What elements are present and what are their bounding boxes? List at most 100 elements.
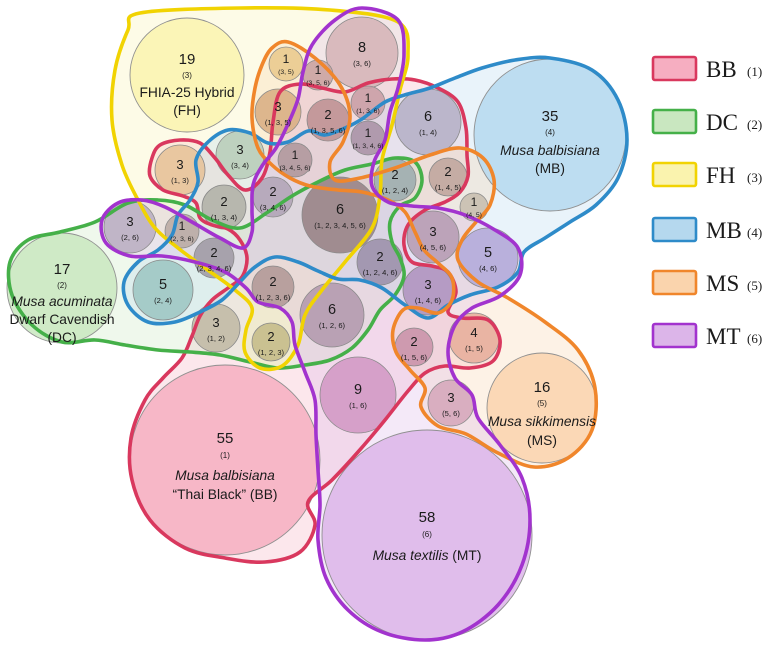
region-value-3-5: 1 (283, 52, 290, 66)
legend-swatch-FH (651, 161, 698, 188)
region-value-1-3-4: 2 (220, 194, 227, 209)
region-value-1-2-3-6: 2 (269, 274, 276, 289)
set-value-DC: 17 (54, 261, 71, 278)
region-sets-label: (1, 4, 5) (435, 183, 462, 192)
legend-num-MB: (4) (747, 225, 762, 240)
region-value-3-5-6: 1 (315, 63, 322, 77)
region-sets-label: (1, 3, 6) (356, 108, 379, 115)
legend-swatch-MB (651, 216, 698, 243)
region-circle-3-5 (268, 46, 304, 82)
set-label-BB: Musa balbisiana (175, 468, 275, 483)
region-value-3-6: 8 (358, 40, 366, 56)
set-circle-FH (129, 17, 245, 133)
region-value-1-3-5: 3 (274, 99, 281, 114)
region-value-3-4-5-6: 1 (292, 148, 299, 162)
region-value-1-2-3-4-5-6: 6 (336, 202, 344, 218)
legend-swatch-MT (651, 322, 698, 349)
region-value-1-2-4-6: 2 (376, 249, 383, 264)
legend-swatch-DC (651, 108, 698, 135)
set-value-MT: 58 (419, 509, 436, 526)
region-sets-label: (1, 2) (207, 334, 225, 343)
region-sets-label: (1, 2, 6) (319, 321, 346, 330)
region-value-2-3-4-6: 2 (210, 245, 217, 260)
set-label-DC: Dwarf Cavendish (9, 312, 114, 327)
region-sets-label: (1, 2, 3) (258, 348, 285, 357)
region-value-2-6: 3 (126, 214, 133, 229)
set-subscript-FH: (3) (182, 71, 192, 80)
region-value-1-5-6: 2 (410, 334, 417, 349)
legend-num-FH: (3) (747, 170, 762, 185)
region-sets-label: (1, 5, 6) (401, 353, 428, 362)
region-value-4-6: 5 (484, 245, 492, 261)
region-sets-label: (4, 6) (479, 264, 497, 273)
region-sets-label: (1, 6) (349, 401, 367, 410)
region-circle-3-4-5-6 (277, 142, 313, 178)
set-outline-MS (250, 39, 599, 469)
set-label-FH: FHIA-25 Hybrid (139, 85, 234, 100)
legend-code-BB: BB (706, 57, 737, 82)
legend-num-BB: (1) (747, 64, 762, 79)
region-value-2-4: 5 (159, 277, 167, 293)
legend-swatch-BB (651, 55, 698, 82)
set-label-BB: “Thai Black” (BB) (172, 487, 277, 502)
region-value-1-3-6: 1 (365, 91, 372, 105)
region-value-1-3: 3 (176, 157, 183, 172)
region-sets-label: (1, 3, 4) (211, 213, 238, 222)
legend-num-MS: (5) (747, 278, 762, 293)
set-label-MB: Musa balbisiana (500, 143, 600, 158)
set-value-MS: 16 (534, 379, 551, 396)
legend-swatch-MS (651, 269, 698, 296)
set-value-FH: 19 (179, 51, 196, 68)
region-circle-1-2-3-6 (251, 265, 295, 309)
set-label-MB: (MB) (535, 161, 565, 176)
set-label-FH: (FH) (173, 103, 201, 118)
legend-code-MS: MS (706, 271, 739, 296)
region-sets-label: (1, 3) (171, 176, 189, 185)
region-value-1-4: 6 (424, 109, 432, 125)
region-value-3-4-6: 2 (269, 184, 276, 199)
region-sets-label: (2, 3, 6) (170, 236, 193, 243)
set-circle-BB (129, 364, 321, 556)
region-circle-1-2-3 (251, 322, 291, 362)
set-subscript-DC: (2) (57, 281, 67, 290)
region-sets-label: (1, 3, 4, 6) (353, 143, 384, 150)
region-value-4-5: 1 (471, 195, 478, 209)
set-label-DC: (DC) (47, 330, 76, 345)
region-circle-1-6 (319, 356, 397, 434)
set-label-DC: Musa acuminata (11, 294, 113, 309)
region-value-1-2-3: 2 (267, 329, 274, 344)
region-sets-label: (1, 3, 5) (265, 118, 292, 127)
set-value-BB: 55 (217, 430, 234, 447)
region-sets-label: (3, 4, 6) (260, 203, 287, 212)
set-outline-MT (99, 6, 532, 642)
legend-num-MT: (6) (747, 331, 762, 346)
region-sets-label: (3, 6) (353, 59, 371, 68)
region-sets-label: (1, 2, 3, 4, 5, 6) (314, 221, 366, 230)
set-subscript-BB: (1) (220, 451, 230, 460)
legend-num-DC: (2) (747, 117, 762, 132)
region-sets-label: (5, 6) (442, 409, 460, 418)
set-outline-BB (127, 76, 502, 565)
set-label-MS: Musa sikkimensis (488, 414, 596, 429)
region-value-1-2: 3 (212, 315, 219, 330)
region-value-1-3-5-6: 2 (324, 107, 331, 122)
region-value-5-6: 3 (447, 390, 454, 405)
region-sets-label: (1, 4) (419, 128, 437, 137)
region-sets-label: (4, 5) (466, 212, 482, 219)
region-sets-label: (3, 4, 5, 6) (280, 165, 311, 172)
region-sets-label: (4, 5, 6) (420, 243, 447, 252)
region-value-3-4: 3 (236, 142, 243, 157)
region-value-1-6: 9 (354, 382, 362, 398)
legend-code-MT: MT (706, 324, 741, 349)
region-value-1-4-6: 3 (424, 277, 431, 292)
region-value-1-2-6: 6 (328, 302, 336, 318)
region-circle-4-5-6 (406, 210, 460, 264)
region-sets-label: (2, 3, 4, 6) (197, 264, 232, 273)
region-sets-label: (1, 2, 4, 6) (363, 268, 398, 277)
set-subscript-MS: (5) (537, 399, 547, 408)
region-circle-2-4 (132, 259, 194, 321)
region-sets-label: (1, 2, 4) (382, 186, 409, 195)
region-value-2-3-6: 1 (179, 219, 186, 233)
region-value-1-4-5: 2 (444, 164, 451, 179)
